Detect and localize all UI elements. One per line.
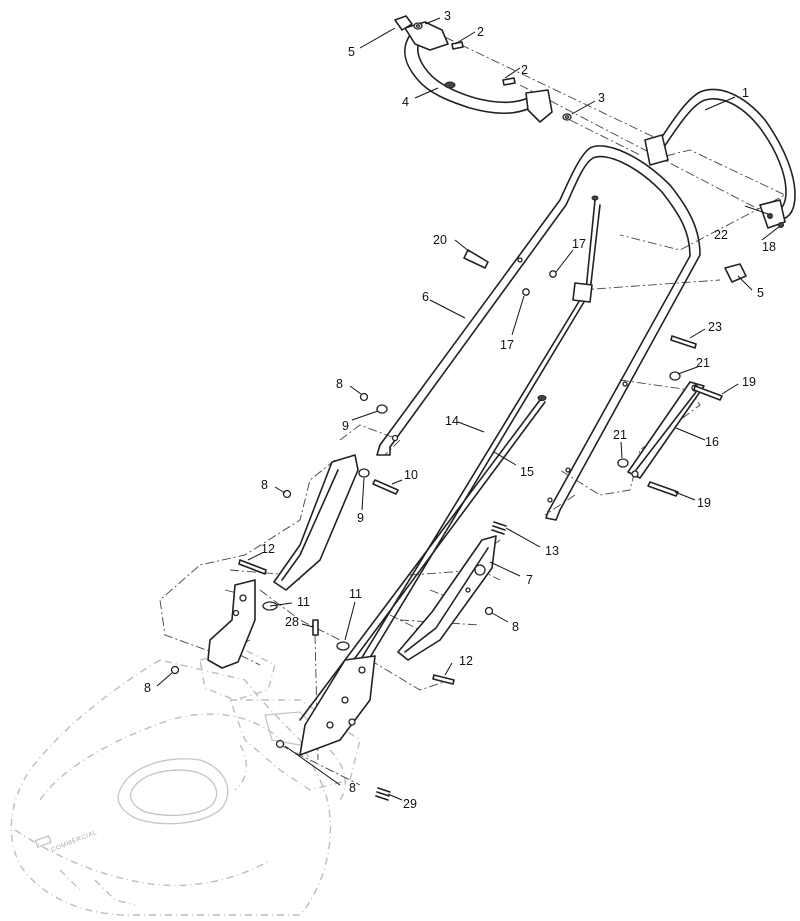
callout-11-left: 11 <box>297 595 310 609</box>
callout-2-top: 2 <box>477 25 484 39</box>
assembly-phantom-lines <box>159 29 787 786</box>
callout-19-bottom: 19 <box>697 496 711 510</box>
deck-brand-text: COMMERCIAL <box>50 829 98 854</box>
callout-8-d: 8 <box>144 681 151 695</box>
link-arm <box>627 381 705 479</box>
callout-16: 16 <box>705 435 719 449</box>
callout-18: 18 <box>762 240 776 254</box>
callout-11-mid: 11 <box>349 587 362 601</box>
left-handle-bracket <box>207 454 359 669</box>
callout-13: 13 <box>545 544 559 558</box>
upper-handle <box>644 88 796 229</box>
callout-14: 14 <box>445 414 459 428</box>
callout-8-b: 8 <box>261 478 268 492</box>
callout-17-top: 17 <box>572 237 586 251</box>
callout-10: 10 <box>404 468 418 482</box>
callout-6: 6 <box>422 290 429 304</box>
callout-5-right: 5 <box>757 286 764 300</box>
callout-21-bottom: 21 <box>613 428 627 442</box>
callout-22: 22 <box>714 228 728 242</box>
callout-29: 29 <box>403 797 417 811</box>
control-cables <box>299 195 601 725</box>
callout-labels: 1 2 2 3 3 4 5 5 6 7 8 8 8 8 8 9 9 10 11 … <box>144 9 776 811</box>
callout-12-right: 12 <box>459 654 473 668</box>
main-handle <box>376 145 701 521</box>
callout-leaders <box>156 17 781 801</box>
callout-17-bottom: 17 <box>500 338 514 352</box>
callout-2-mid: 2 <box>521 63 528 77</box>
callout-12-left: 12 <box>261 542 275 556</box>
callout-3-top: 3 <box>444 9 451 23</box>
mower-deck: COMMERCIAL <box>10 649 361 916</box>
callout-8-c: 8 <box>512 620 519 634</box>
callout-20: 20 <box>433 233 447 247</box>
right-handle-bracket <box>397 535 497 661</box>
callout-19-top: 19 <box>742 375 756 389</box>
callout-1: 1 <box>742 86 749 100</box>
callout-21-top: 21 <box>696 356 710 370</box>
callout-9-a: 9 <box>342 419 349 433</box>
callout-28: 28 <box>285 615 299 629</box>
callout-7: 7 <box>526 573 533 587</box>
handle-mount-plate <box>299 655 376 756</box>
callout-5-top: 5 <box>348 45 355 59</box>
callout-23: 23 <box>708 320 722 334</box>
hardware-items <box>170 15 784 801</box>
callout-4: 4 <box>402 95 409 109</box>
callout-8-e: 8 <box>349 781 356 795</box>
callout-9-b: 9 <box>357 511 364 525</box>
callout-3-right: 3 <box>598 91 605 105</box>
callout-15: 15 <box>520 465 534 479</box>
callout-8-a: 8 <box>336 377 343 391</box>
